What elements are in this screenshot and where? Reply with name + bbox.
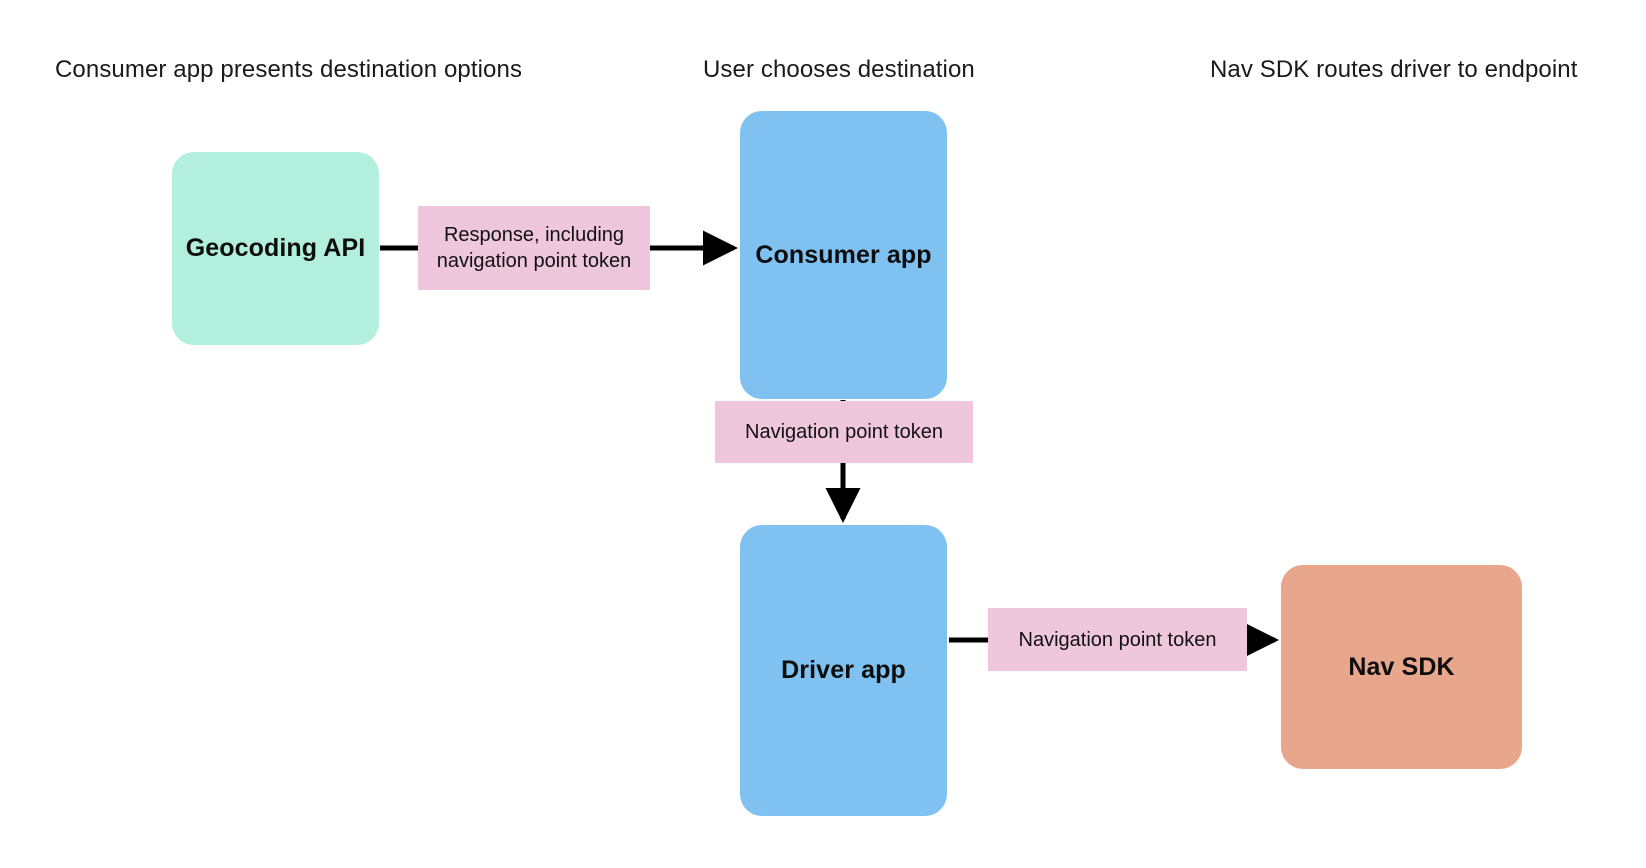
edge-label-navigation-point-token-driver-to-navsdk: Navigation point token xyxy=(988,608,1247,671)
node-driver-app[interactable]: Driver app xyxy=(740,525,947,816)
column-header-user-chooses: User chooses destination xyxy=(703,56,975,83)
node-nav-sdk[interactable]: Nav SDK xyxy=(1281,565,1522,769)
column-header-nav-sdk: Nav SDK routes driver to endpoint xyxy=(1210,56,1578,83)
node-consumer-app-label: Consumer app xyxy=(755,240,932,269)
node-geocoding-api-label: Geocoding API xyxy=(185,234,366,262)
node-nav-sdk-label: Nav SDK xyxy=(1348,652,1455,681)
node-geocoding-api[interactable]: Geocoding API xyxy=(172,152,379,345)
column-header-consumer-app: Consumer app presents destination option… xyxy=(55,56,523,83)
node-driver-app-label: Driver app xyxy=(781,656,906,684)
node-consumer-app[interactable]: Consumer app xyxy=(740,111,947,399)
edge-label-response-including-navigation-point-token: Response, including navigation point tok… xyxy=(418,206,650,290)
edge-label-navigation-point-token-consumer-to-driver: Navigation point token xyxy=(715,401,973,463)
